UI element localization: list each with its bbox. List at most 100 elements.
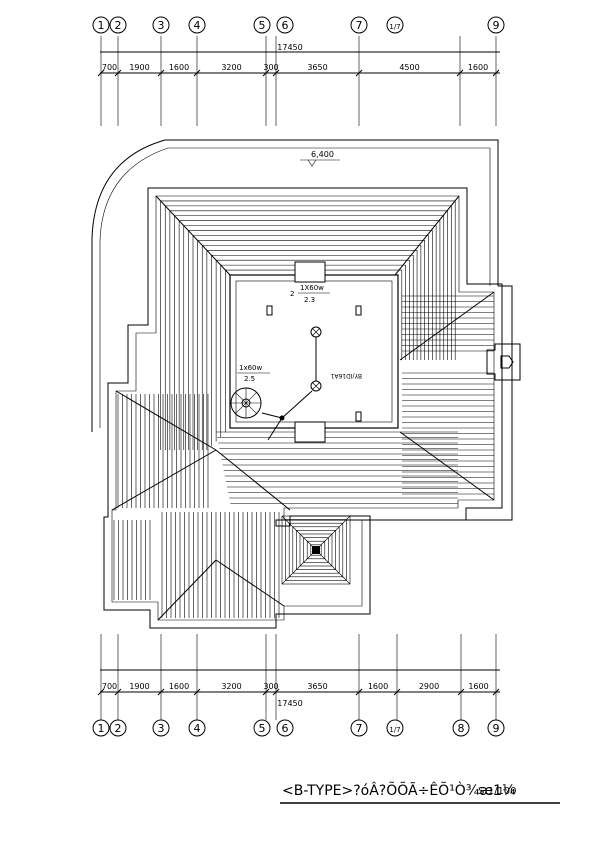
lamp-spec-label: 1x60w (239, 364, 263, 372)
lamp-annotation-top: 2 1X60w 2.3 (290, 284, 330, 304)
pyramid-ring (296, 530, 336, 570)
north-dormer (294, 261, 326, 283)
svg-text:2: 2 (115, 19, 122, 32)
svg-text:1: 1 (98, 722, 105, 735)
south-dormer (294, 421, 326, 443)
segment-dimension: 4500 (399, 63, 419, 72)
svg-text:3: 3 (158, 722, 165, 735)
segment-dimension: 300 (263, 63, 278, 72)
segment-dimension: 2900 (419, 682, 439, 691)
axis-bubble: 1/7 (386, 719, 404, 737)
svg-text:7: 7 (356, 722, 363, 735)
hip-lines (111, 195, 495, 621)
roof-outer-edge (103, 187, 503, 629)
segment-dimension: 300 (263, 682, 278, 691)
window-mark (355, 411, 362, 422)
top-segment-dimensions: 700 1900 1600 3200 300 3650 4500 1600 (102, 63, 488, 72)
axis-bubble: 6 (276, 16, 294, 34)
pyramid-ring (285, 519, 347, 581)
pyramid-ring (299, 533, 333, 567)
segment-dimension: 1900 (129, 63, 149, 72)
pyramid-ring (292, 526, 340, 574)
axis-bubble: 5 (253, 719, 271, 737)
pyramid-ring (288, 522, 344, 578)
roof-hatch-line (192, 235, 429, 450)
axis-bubble: 3 (152, 719, 170, 737)
spiral-stair-icon (230, 387, 262, 419)
drawing-scale: S:1/100 (478, 786, 517, 797)
segment-dimension: 3200 (221, 682, 241, 691)
roof-elevation-label: 6,400 (311, 150, 334, 159)
pyramid-ring (306, 540, 326, 560)
pyramid-ring (310, 544, 322, 556)
segment-dimension: 1600 (468, 682, 488, 691)
switch-lead (267, 417, 283, 441)
segment-dimension: 1600 (368, 682, 388, 691)
axis-bubble: 5 (253, 16, 271, 34)
svg-text:8: 8 (458, 722, 465, 735)
svg-text:1/7: 1/7 (389, 23, 400, 31)
roof-hatch-line (164, 205, 452, 450)
axis-bubble: 9 (487, 719, 505, 737)
svg-text:2: 2 (115, 722, 122, 735)
window-mark (266, 305, 273, 316)
downspout-outlet-icon (500, 355, 514, 369)
roof-hatch-line (197, 240, 425, 450)
roof-hatch-line (206, 250, 418, 450)
building-roof-plan (91, 139, 521, 629)
roof-hatch-line (174, 215, 445, 450)
lamp-height-label: 2.5 (244, 375, 255, 383)
roof-hatch-line (215, 259, 410, 442)
axis-bubble: 2 (109, 719, 127, 737)
axis-bubble: 7 (350, 719, 368, 737)
terrace-outline-curve (91, 139, 499, 432)
lamp-height-label: 2.3 (304, 296, 315, 304)
axis-bubble: 9 (487, 16, 505, 34)
segment-dimension: 1600 (169, 682, 189, 691)
room-label: BY/ID16A1 (330, 372, 362, 379)
roof-hatch-line (169, 210, 448, 450)
lamp-spec-label: 1X60w (300, 284, 324, 292)
svg-text:1: 1 (98, 19, 105, 32)
window-mark (355, 305, 362, 316)
segment-dimension: 3650 (307, 63, 327, 72)
segment-dimension: 1600 (169, 63, 189, 72)
drawing-title: <B-TYPE>?óÂ?ÕÕÃ÷ÊÕ¹Ò¾æ1¼ (282, 781, 516, 799)
lamp-wiring (261, 337, 317, 419)
axis-bubble: 3 (152, 16, 170, 34)
svg-text:6: 6 (282, 722, 289, 735)
svg-text:4: 4 (194, 19, 201, 32)
axis-bubble: 2 (109, 16, 127, 34)
roof-hatch-line (211, 254, 414, 446)
attic-room (229, 274, 399, 429)
segment-dimension: 1600 (468, 63, 488, 72)
lamp-count-label: 2 (290, 290, 294, 298)
pyramid-ring (281, 515, 351, 585)
axis-bubble: 1/7 (386, 16, 404, 34)
svg-text:7: 7 (356, 19, 363, 32)
segment-dimension: 3200 (221, 63, 241, 72)
svg-text:1/7: 1/7 (389, 726, 400, 734)
segment-dimension: 700 (102, 63, 117, 72)
svg-text:4: 4 (194, 722, 201, 735)
axis-bubble: 1 (92, 16, 110, 34)
svg-text:6: 6 (282, 19, 289, 32)
right-terrace-outline (466, 285, 513, 521)
svg-text:5: 5 (259, 19, 266, 32)
svg-text:5: 5 (259, 722, 266, 735)
terrace-inner-curve (99, 147, 491, 428)
svg-text:9: 9 (493, 19, 500, 32)
pyramid-apex (312, 546, 320, 554)
roof-hatch-line (160, 200, 456, 450)
svg-text:9: 9 (493, 722, 500, 735)
svg-text:3: 3 (158, 19, 165, 32)
bottom-total-dimension: 17450 (277, 699, 302, 708)
roof-hatch-line (201, 245, 422, 450)
